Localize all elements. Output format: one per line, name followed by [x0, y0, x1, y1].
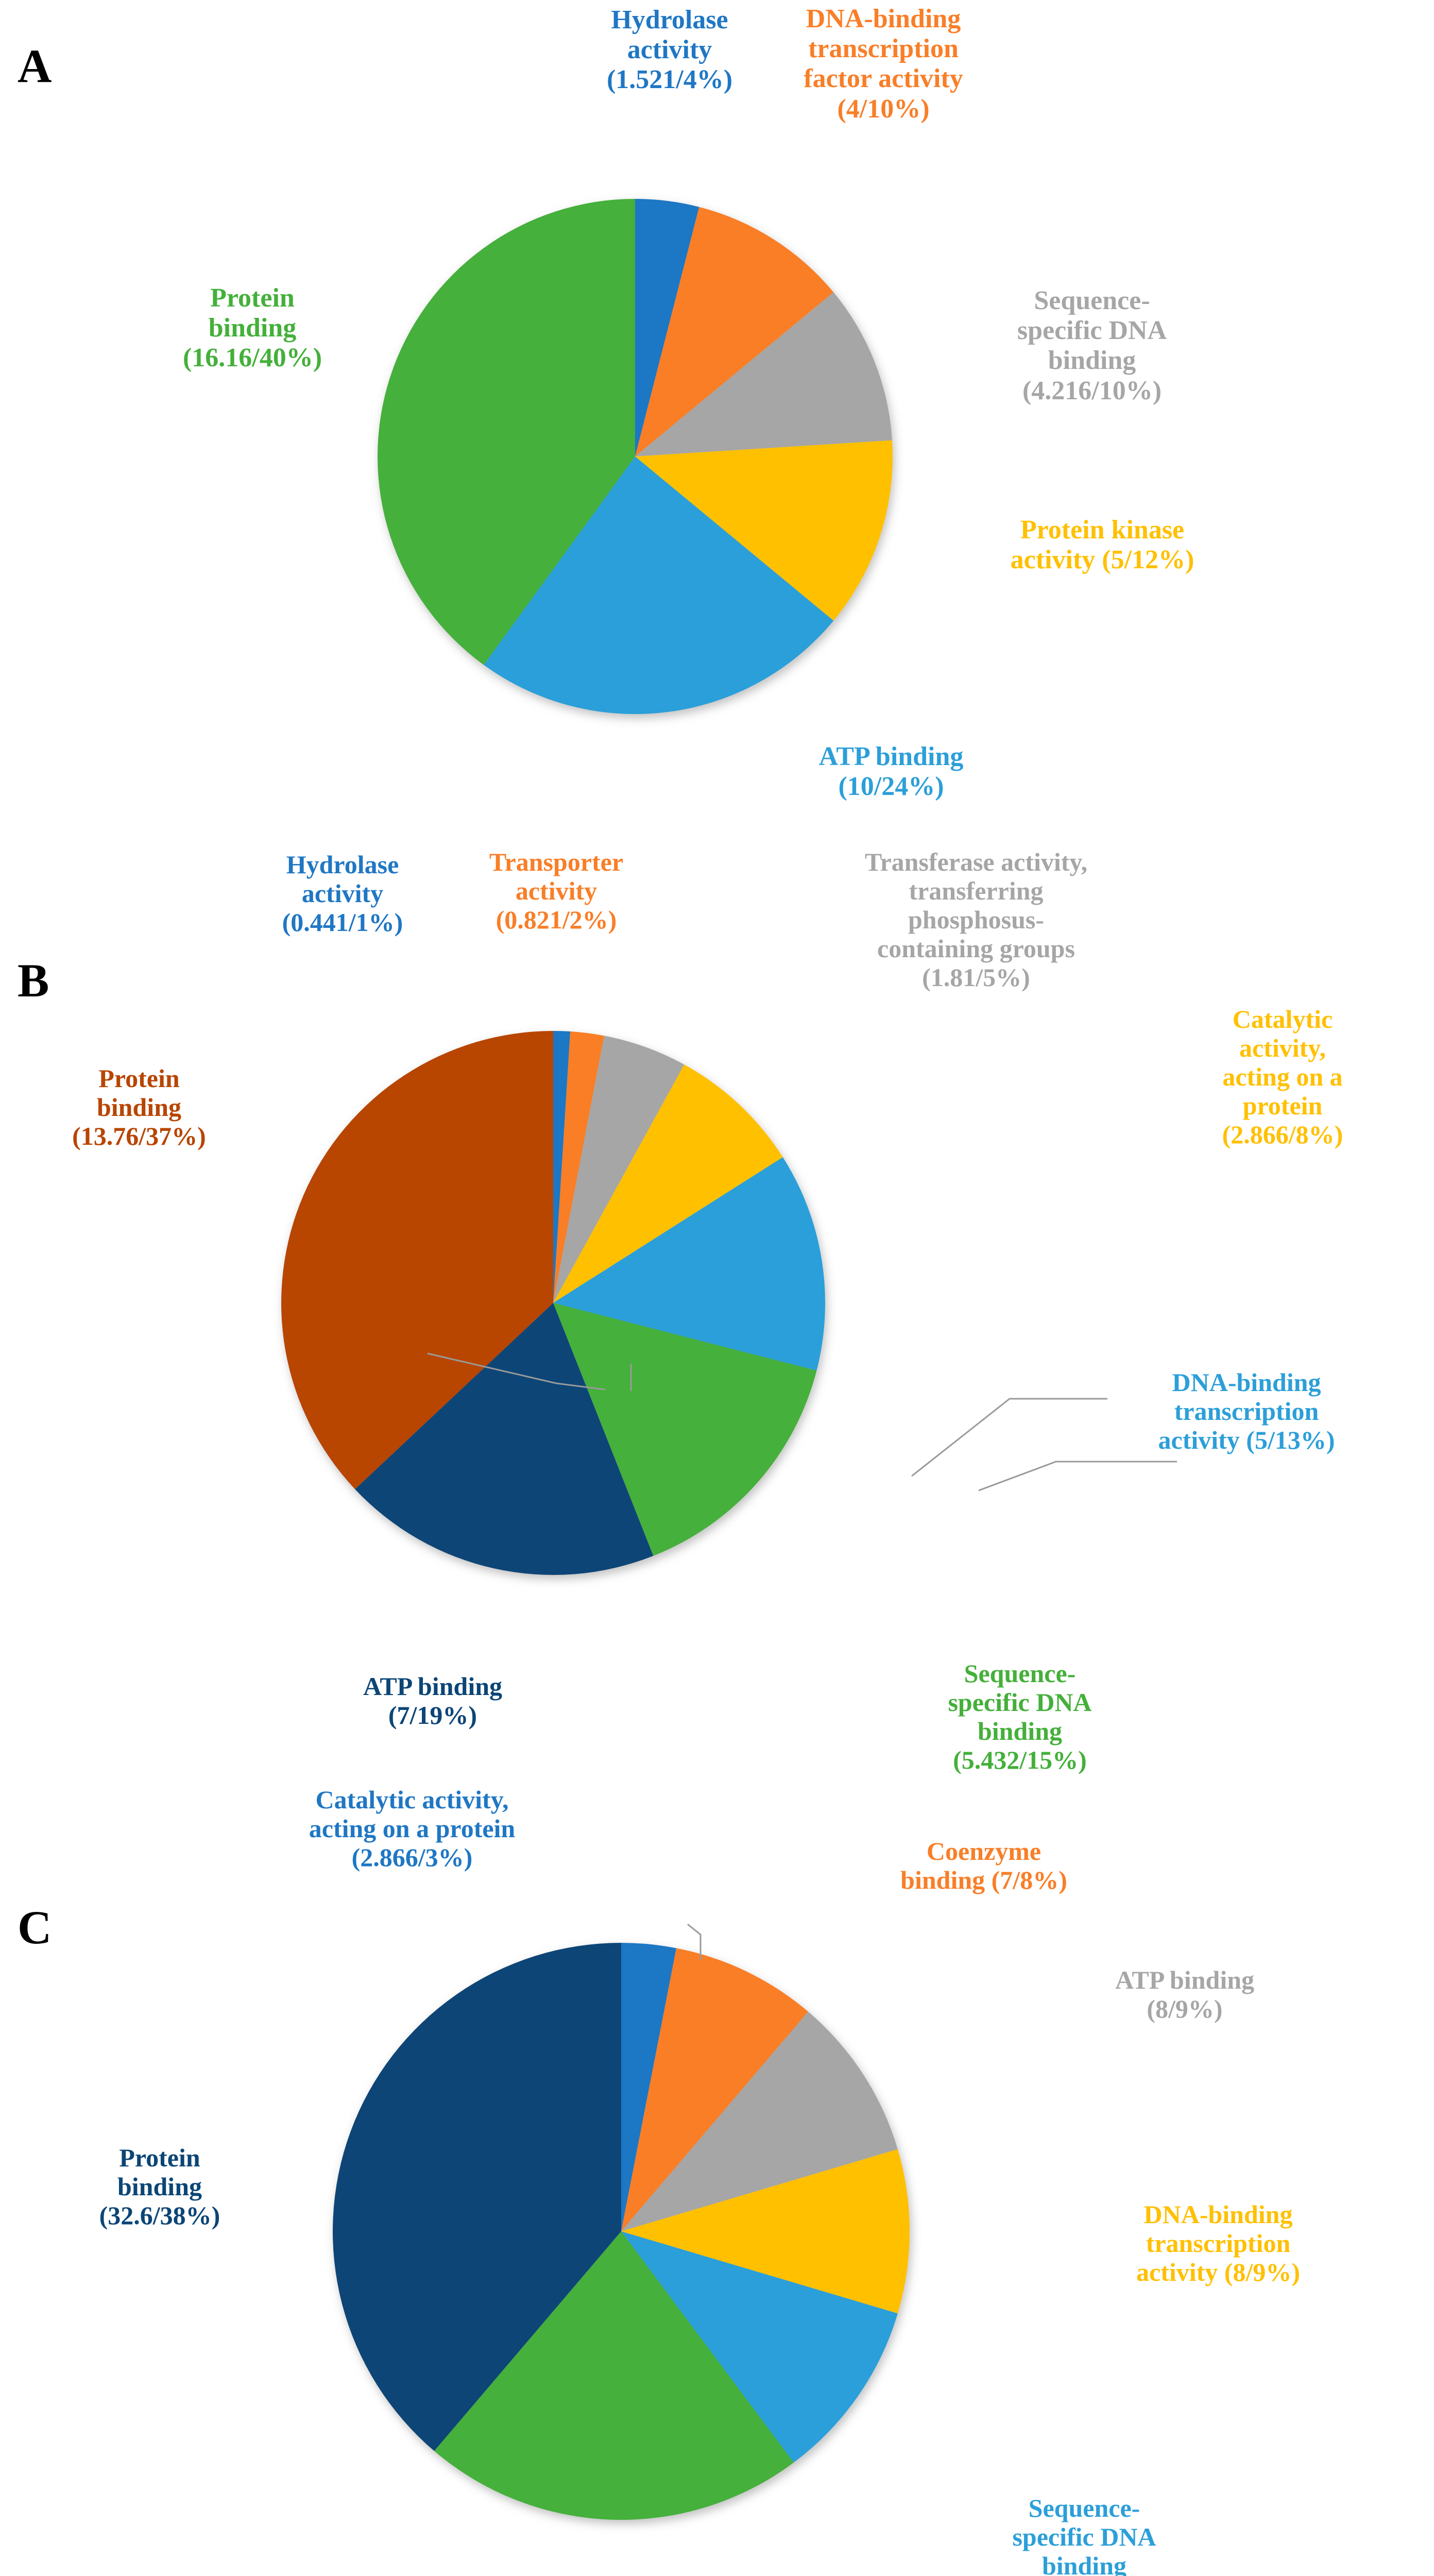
pie-slice — [635, 440, 893, 621]
label-b-catalytic: Catalytic activity, acting on a protein … — [1222, 1005, 1343, 1149]
panel-c: C Catalytic activity, acting on a protei… — [0, 1752, 1434, 2576]
label-a-atp-binding: ATP binding (10/24%) — [818, 742, 964, 802]
label-c-coenzyme: Coenzyme binding (7/8%) — [900, 1837, 1067, 1894]
panel-b: B Hydrolase activity (0.441/1%) Transpor… — [0, 837, 1434, 1774]
label-b-transferase: Transferase activity, transferring phosp… — [864, 848, 1088, 992]
label-a-dna-binding-tf: DNA-binding transcription factor activit… — [804, 4, 963, 124]
pie-slice — [621, 2011, 898, 2231]
pie-slice — [553, 1031, 604, 1303]
pie-slice — [553, 1036, 685, 1303]
pie-slice — [621, 1943, 677, 2231]
label-c-atp-binding: ATP binding (8/9%) — [1115, 1965, 1255, 2023]
pie-slice — [621, 2231, 898, 2463]
pie-slice — [621, 1948, 809, 2231]
panel-b-letter: B — [18, 954, 49, 1007]
pie-slice — [553, 1157, 825, 1371]
pie-slice — [378, 199, 635, 665]
pie-slice — [553, 1303, 817, 1556]
label-b-sequence-specific: Sequence- specific DNA binding (5.432/15… — [948, 1659, 1092, 1774]
label-c-catalytic: Catalytic activity, acting on a protein … — [309, 1785, 516, 1872]
pie-slice — [553, 1064, 783, 1303]
panel-c-letter: C — [18, 1901, 52, 1954]
label-a-protein-binding: Protein binding (16.16/40%) — [182, 283, 322, 373]
label-b-atp-binding: ATP binding (7/19%) — [363, 1672, 503, 1730]
pie-slice — [635, 292, 893, 456]
label-a-protein-kinase: Protein kinase activity (5/12%) — [1010, 515, 1194, 575]
leader-line-b-dna-binding — [911, 1398, 1107, 1477]
label-a-sequence-specific: Sequence- specific DNA binding (4.216/10… — [1017, 286, 1167, 405]
panel-a: A Hydrolase activity (1.521/4%) DNA-bind… — [0, 0, 1434, 876]
label-c-protein-binding: Protein binding (32.6/38%) — [99, 2143, 220, 2230]
pie-chart-c — [319, 1929, 923, 2533]
pie-slice — [635, 199, 699, 456]
label-a-hydrolase: Hydrolase activity (1.521/4%) — [606, 5, 733, 95]
pie-slice — [553, 1031, 571, 1303]
pie-slice — [635, 207, 834, 456]
pie-chart-a — [364, 185, 906, 727]
leader-line-b-catalytic — [978, 1461, 1177, 1492]
pie-slice — [281, 1031, 553, 1489]
pie-slice — [333, 1943, 621, 2451]
label-c-sequence-specific: Sequence- specific DNA binding (8.864/10… — [1012, 2494, 1156, 2576]
pie-chart-b — [268, 1018, 839, 1588]
panel-a-letter: A — [18, 40, 52, 92]
label-c-dna-binding-transcription: DNA-binding transcription activity (8/9%… — [1136, 2200, 1300, 2286]
label-b-transporter: Transporter activity (0.821/2%) — [489, 848, 624, 934]
label-b-protein-binding: Protein binding (13.76/37%) — [72, 1064, 206, 1150]
pie-slice — [484, 456, 834, 714]
label-b-dna-binding-transcription: DNA-binding transcription activity (5/13… — [1158, 1368, 1335, 1454]
pie-slice — [621, 2149, 910, 2314]
pie-slice — [434, 2231, 794, 2520]
label-b-hydrolase: Hydrolase activity (0.441/1%) — [282, 850, 403, 937]
